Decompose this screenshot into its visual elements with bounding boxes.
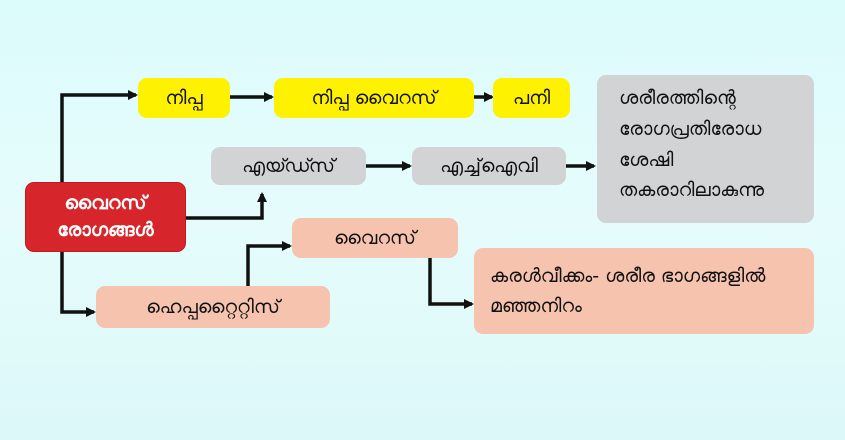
node-hepatitis: ഹെപ്പറ്റൈറ്റിസ് (96, 286, 330, 328)
arrow-virus-to-effect (428, 254, 474, 309)
node-aids: എയ്ഡ്സ് (211, 147, 366, 185)
arrow-root-to-aids (186, 192, 267, 220)
node-nipah-virus: നിപ്പ വൈറസ് (274, 78, 474, 118)
node-immunity-failure: ശരീരത്തിന്റെ രോഗപ്രതിരോധ ശേഷി തകരാറിലാകു… (597, 75, 814, 223)
node-liver-inflammation: കരൾവീക്കം- ശരീര ഭാഗങ്ങളിൽ മഞ്ഞനിറം (474, 248, 814, 334)
arrow-root-to-hepatitis (60, 252, 96, 317)
arrow-hepatitis-to-virus (246, 241, 292, 286)
node-hiv: എച്ച്ഐവി (412, 147, 566, 185)
node-nipah: നിപ്പ (138, 78, 230, 118)
arrow-root-to-nipah (60, 90, 138, 182)
node-viral-diseases: വൈറസ് രോഗങ്ങൾ (25, 182, 186, 252)
node-hepatitis-virus: വൈറസ് (292, 218, 458, 258)
node-fever: പനി (493, 78, 570, 118)
